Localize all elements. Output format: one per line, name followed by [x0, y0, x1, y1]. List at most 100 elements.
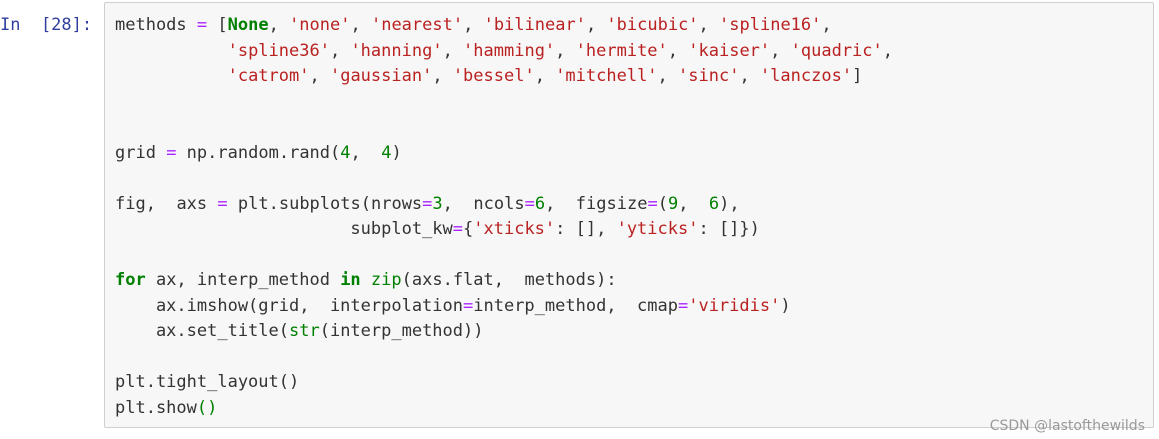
token: ,	[350, 142, 382, 163]
input-prompt: In [28]:	[0, 15, 93, 35]
token: ,	[657, 66, 679, 86]
code-line-14	[115, 345, 893, 371]
token: rand	[289, 142, 331, 163]
token: 'bicubic'	[606, 15, 699, 35]
token: 'gaussian'	[329, 66, 433, 86]
token: 'sinc'	[678, 66, 740, 86]
code-line-7	[115, 166, 893, 192]
token: interp_method,	[473, 295, 638, 316]
token: 6	[534, 193, 546, 214]
token: 6	[708, 193, 720, 214]
token	[361, 270, 371, 290]
token: nrows	[370, 193, 423, 214]
token: figsize	[575, 193, 648, 214]
token: [	[217, 15, 228, 35]
token: 'mitchell'	[555, 66, 658, 86]
token: 'nearest'	[370, 15, 464, 35]
token	[115, 219, 350, 239]
code-line-10	[115, 243, 893, 269]
token: 3	[432, 193, 443, 214]
token: (	[360, 193, 371, 214]
token: 'none'	[289, 15, 351, 35]
token: ,	[350, 15, 371, 35]
code-line-3: 'catrom', 'gaussian', 'bessel', 'mitchel…	[115, 64, 893, 90]
token: ,	[309, 66, 330, 86]
token: 'hamming'	[463, 40, 556, 61]
token: ,	[555, 40, 576, 61]
code-line-4	[115, 90, 893, 116]
token: ax.set_title(	[115, 321, 289, 341]
token: .	[278, 142, 290, 163]
token: ,	[667, 40, 689, 61]
code-line-12: ax.imshow(grid, interpolation=interp_met…	[115, 294, 893, 320]
token: ]	[852, 66, 863, 86]
token: )	[780, 295, 791, 316]
token: =	[524, 193, 535, 214]
code-line-15: plt.tight_layout()	[115, 370, 893, 396]
token: 'viridis'	[688, 295, 781, 316]
token: .	[268, 193, 279, 214]
code-cell[interactable]: methods = [None, 'none', 'nearest', 'bil…	[104, 2, 1154, 428]
token: =	[677, 295, 689, 316]
code-editor[interactable]: methods = [None, 'none', 'nearest', 'bil…	[115, 13, 893, 421]
token: 'lanczos'	[759, 66, 853, 86]
token: 9	[667, 193, 679, 214]
token: ,	[698, 15, 720, 35]
token: ()	[196, 397, 218, 418]
token: =	[647, 193, 658, 214]
token: 'hanning'	[350, 40, 443, 61]
code-line-9: subplot_kw={'xticks': [], 'yticks': []})	[115, 217, 893, 243]
token: for	[115, 270, 146, 290]
token: ,	[585, 15, 607, 35]
token: =	[186, 15, 218, 35]
token: 'yticks'	[616, 219, 699, 239]
code-line-5	[115, 115, 893, 141]
code-line-2: 'spline36', 'hanning', 'hamming', 'hermi…	[115, 39, 893, 65]
token	[115, 66, 228, 86]
token: ,	[678, 193, 709, 214]
token: None	[227, 15, 269, 35]
code-line-13: ax.set_title(str(interp_method))	[115, 319, 893, 345]
token: interpolation	[329, 295, 463, 316]
token: =	[463, 295, 474, 316]
token: plt.show	[115, 397, 197, 418]
token: 'spline16'	[719, 15, 822, 35]
token: : [],	[555, 219, 617, 239]
token: (interp_method))	[319, 321, 484, 341]
token: 'catrom'	[227, 66, 310, 86]
token: ,	[739, 66, 760, 86]
token: ,	[882, 40, 894, 61]
token: 'xticks'	[473, 219, 556, 239]
token: plt	[237, 193, 269, 214]
token: ,	[463, 15, 484, 35]
token: ,	[268, 15, 290, 35]
code-line-1: methods = [None, 'none', 'nearest', 'bil…	[115, 13, 893, 39]
token: )	[391, 142, 402, 163]
token: zip	[370, 270, 402, 290]
token: : []})	[698, 219, 760, 239]
token: ncols	[473, 193, 525, 214]
token: grid	[115, 142, 156, 163]
token: =	[207, 193, 238, 214]
token: 'bessel'	[452, 66, 535, 86]
token: ax, interp_method	[145, 270, 341, 290]
token: ,	[442, 193, 474, 214]
token: =	[452, 219, 464, 239]
token: 'bilinear'	[483, 15, 586, 35]
code-line-11: for ax, interp_method in zip(axs.flat, m…	[115, 268, 893, 294]
token: .	[207, 142, 218, 163]
token: in	[340, 270, 361, 290]
token: =	[422, 193, 433, 214]
token: =	[155, 142, 187, 163]
token: subplot_kw	[350, 219, 453, 239]
token: ax.imshow(grid,	[115, 295, 330, 316]
token: cmap	[637, 295, 678, 316]
token: ,	[534, 66, 556, 86]
token: (	[330, 142, 341, 163]
watermark: CSDN @lastofthewilds	[989, 418, 1145, 434]
token: (axs.flat, methods):	[401, 270, 617, 290]
code-line-16: plt.show()	[115, 396, 893, 422]
token: ,	[329, 40, 351, 61]
token: (	[657, 193, 668, 214]
